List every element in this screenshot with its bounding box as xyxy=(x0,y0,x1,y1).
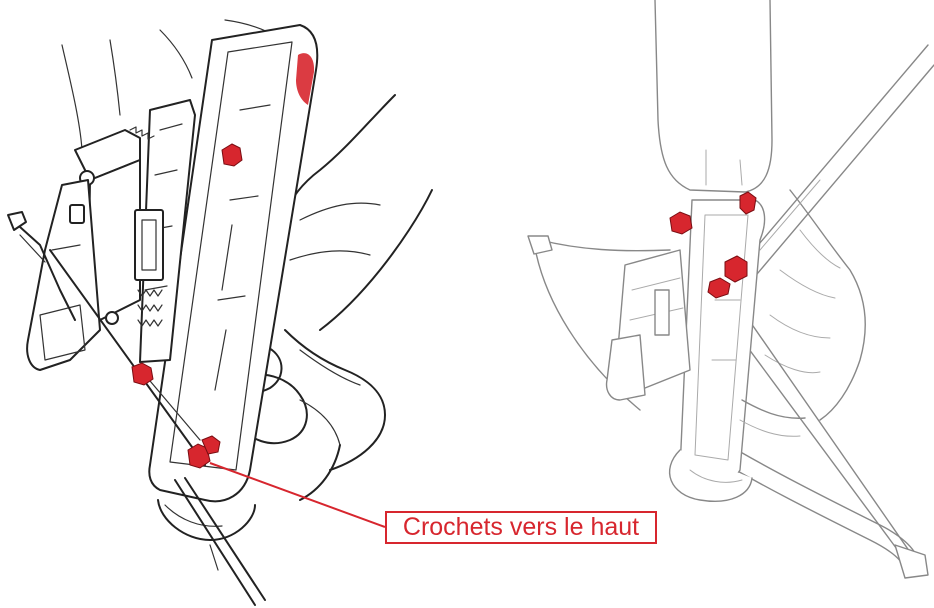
right-panel-illustration xyxy=(528,0,934,578)
callout-label: Crochets vers le haut xyxy=(385,511,657,544)
left-panel-illustration xyxy=(8,20,432,605)
